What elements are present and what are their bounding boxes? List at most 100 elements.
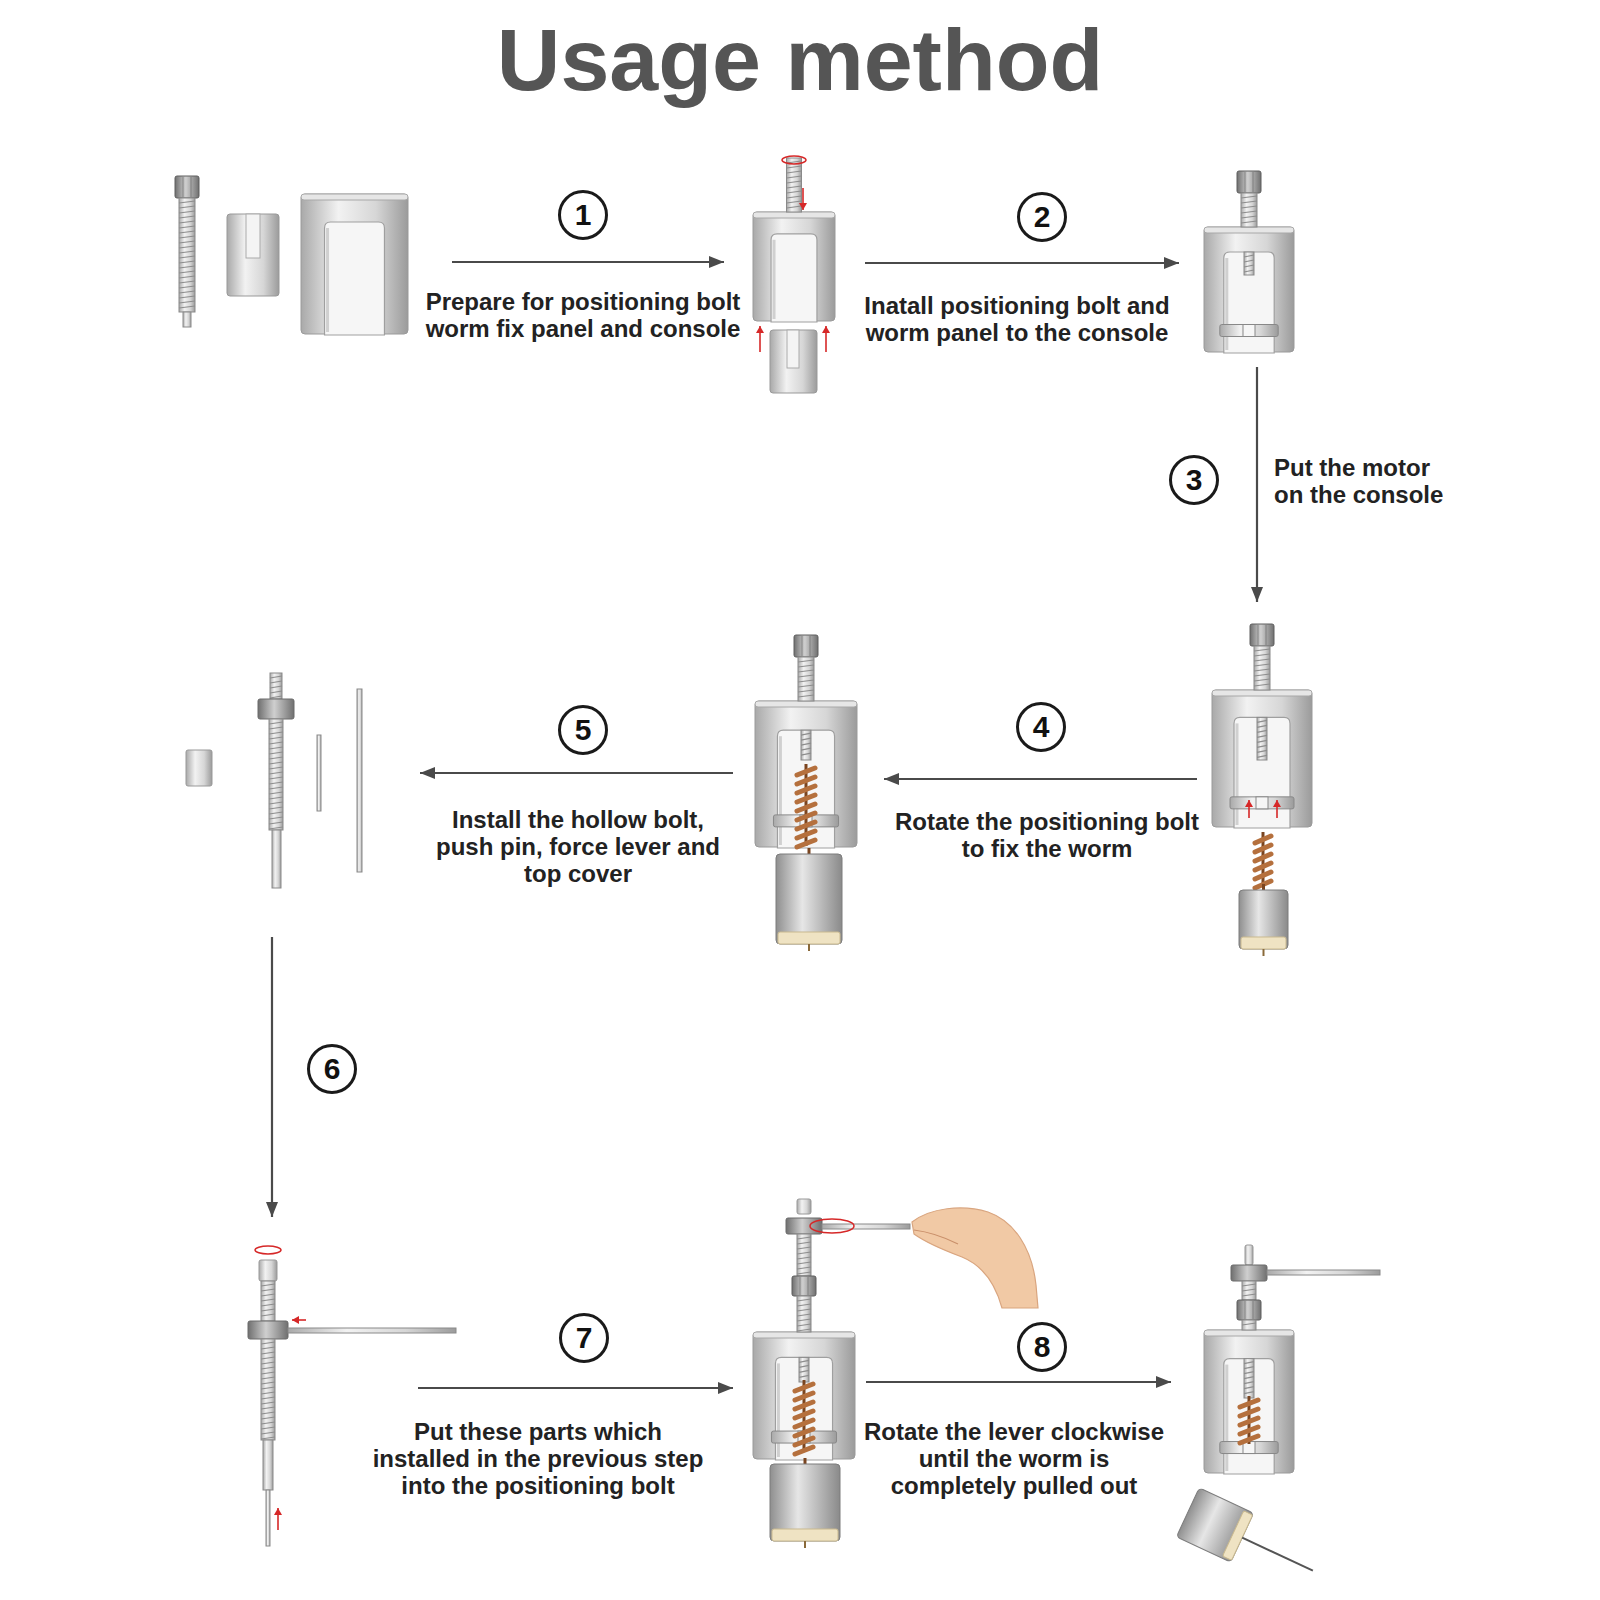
thread-line — [261, 1402, 275, 1404]
motion-arrow-head — [1273, 800, 1281, 807]
finger-crease — [914, 1230, 958, 1244]
hex-face — [800, 1277, 801, 1295]
flow-arrow — [420, 772, 733, 774]
thread-line — [1241, 206, 1257, 208]
thread-line — [261, 1397, 275, 1399]
thread-line — [261, 1347, 275, 1349]
flow-arrow-head — [420, 767, 435, 779]
bolt-head — [175, 176, 199, 198]
console-window — [1224, 252, 1274, 353]
window-shadow — [326, 228, 329, 332]
thread-line — [261, 1392, 275, 1394]
thread-line — [179, 286, 195, 288]
bolt-head — [1250, 624, 1274, 646]
thread-line — [261, 1367, 275, 1369]
thread-line — [1254, 654, 1270, 656]
thread-line — [261, 1309, 275, 1311]
sleeve-slot — [787, 330, 799, 368]
worm-thread — [1255, 863, 1271, 870]
worm-thread — [1255, 845, 1271, 852]
thread-line — [1241, 196, 1257, 198]
thread-line — [261, 1357, 275, 1359]
thread-line — [1244, 1372, 1254, 1374]
motor-end-cap — [772, 1529, 838, 1541]
rotation-mark — [810, 1219, 854, 1233]
thread-line — [269, 802, 283, 804]
thread-line — [798, 660, 814, 662]
step-number-circle: 4 — [1016, 702, 1066, 752]
flow-arrow-head — [1156, 1376, 1171, 1388]
worm-thread — [1240, 1436, 1258, 1443]
worm-thread — [795, 1393, 813, 1400]
worm-thread — [795, 1384, 813, 1391]
thread-line — [179, 211, 195, 213]
thread-line — [787, 191, 802, 193]
thread-line — [1244, 1382, 1254, 1384]
thread-line — [801, 748, 811, 750]
thread-line — [261, 1412, 275, 1414]
thread-line — [801, 743, 811, 745]
hex-face — [1253, 172, 1254, 192]
bolt-head — [1237, 171, 1261, 193]
top-cover — [797, 1199, 811, 1214]
threaded-shaft — [1244, 1359, 1254, 1398]
threaded-shaft — [799, 1357, 809, 1382]
top-cover — [259, 1260, 277, 1281]
hand — [912, 1208, 1038, 1308]
motion-arrow-head — [756, 326, 764, 333]
flow-arrow — [418, 1387, 733, 1389]
thread-line — [797, 1272, 811, 1274]
thread-line — [1257, 725, 1267, 727]
thread-line — [261, 1352, 275, 1354]
console-body — [301, 194, 408, 334]
thread-line — [797, 1309, 811, 1311]
hollow-bolt-shank — [263, 1440, 273, 1490]
thread-line — [797, 1252, 811, 1254]
step-number: 6 — [324, 1054, 341, 1084]
panel-slot — [1243, 325, 1255, 337]
thread-line — [1244, 265, 1254, 267]
step-number-circle: 5 — [558, 705, 608, 755]
thread-line — [179, 221, 195, 223]
thread-line — [1242, 1294, 1256, 1296]
thread-line — [787, 176, 802, 178]
sleeve-slot — [246, 214, 260, 258]
console-body — [753, 1332, 855, 1459]
worm-thread — [797, 777, 815, 784]
thread-line — [269, 747, 283, 749]
flow-arrow — [1256, 367, 1258, 602]
thread-line — [1244, 1392, 1254, 1394]
hex-face — [1253, 1301, 1254, 1319]
thread-line — [1254, 669, 1270, 671]
motor-end-cap — [778, 932, 840, 944]
hex-face — [1245, 172, 1246, 192]
thread-line — [797, 1314, 811, 1316]
flow-arrow-head — [884, 773, 899, 785]
worm-thread — [795, 1438, 813, 1445]
thread-line — [269, 812, 283, 814]
hex-face — [1266, 625, 1267, 645]
flow-arrow-head — [1251, 587, 1263, 602]
worm-thread — [1240, 1409, 1258, 1416]
hex-face — [1258, 625, 1259, 645]
thread-line — [269, 742, 283, 744]
step-number-circle: 8 — [1017, 1322, 1067, 1372]
motion-arrow-head — [822, 326, 830, 333]
thread-line — [269, 772, 283, 774]
motor-end-cap — [1241, 937, 1286, 949]
console-rim — [1204, 227, 1294, 233]
motor-shaft — [804, 1541, 806, 1548]
console-window — [1224, 1359, 1274, 1474]
step-description: Put the motor on the console — [1274, 454, 1449, 508]
step-description: Rotate the lever clockwise until the wor… — [858, 1418, 1170, 1499]
thread-line — [261, 1284, 275, 1286]
thread-line — [179, 296, 195, 298]
panel-slot — [1256, 797, 1268, 809]
flow-arrow — [271, 937, 273, 1217]
push-pin — [317, 735, 321, 811]
flow-arrow — [884, 778, 1197, 780]
worm-thread — [1255, 836, 1271, 843]
window-shadow — [1225, 1365, 1228, 1471]
flow-arrow — [452, 261, 724, 263]
